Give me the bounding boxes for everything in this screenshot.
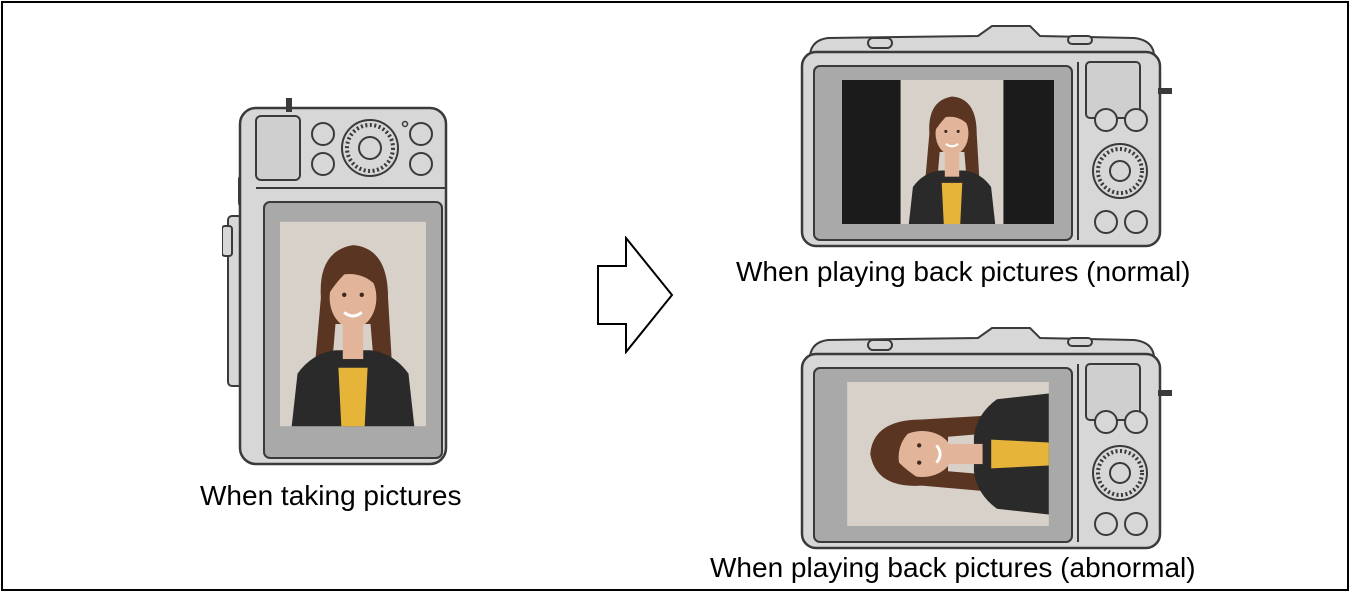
right-arrow-icon xyxy=(597,236,674,354)
camera-vertical-icon xyxy=(222,98,448,466)
caption-playback-abnormal: When playing back pictures (abnormal) xyxy=(710,552,1196,583)
camera-abnormal-icon xyxy=(800,327,1172,550)
caption-playback-normal: When playing back pictures (normal) xyxy=(736,256,1191,287)
caption-taking-pictures: When taking pictures xyxy=(200,480,462,511)
camera-normal-icon xyxy=(800,25,1172,248)
